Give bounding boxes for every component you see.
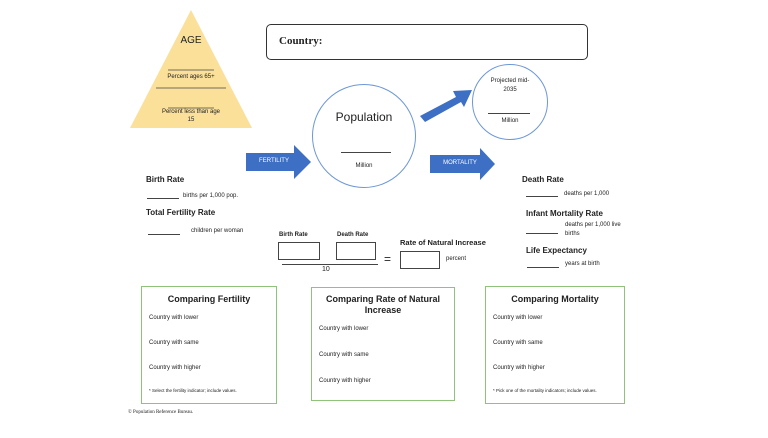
compare-rni-title: Comparing Rate of Natural Increase [326, 294, 441, 315]
compare-rni-box: Comparing Rate of Natural Increase Count… [311, 287, 455, 401]
projected-title: Projected mid-2035 [490, 78, 530, 93]
life-exp-blank[interactable] [527, 267, 559, 268]
imr-blank[interactable] [526, 233, 558, 234]
compare-mortality-row: Country with same [493, 340, 543, 346]
age-title: AGE [180, 35, 202, 46]
imr-title: Infant Mortality Rate [526, 209, 603, 218]
copyright: © Population Reference Bureau. [128, 410, 194, 415]
compare-rni-row: Country with lower [319, 326, 369, 332]
compare-fertility-title: Comparing Fertility [167, 294, 251, 304]
projected-unit: Million [501, 118, 519, 124]
compare-fertility-row: Country with same [149, 340, 199, 346]
fertility-arrow-icon [246, 145, 311, 179]
population-circle [312, 84, 416, 188]
compare-mortality-row: Country with higher [493, 365, 545, 371]
rni-divisor: 10 [322, 266, 330, 273]
death-rate-blank[interactable] [526, 196, 558, 197]
compare-rni-row: Country with higher [319, 378, 371, 384]
compare-fertility-row: Country with lower [149, 315, 199, 321]
life-exp-title: Life Expectancy [526, 246, 587, 255]
death-rate-unit: deaths per 1,000 [564, 191, 610, 197]
life-exp-unit: years at birth [565, 261, 600, 267]
rni-birth-box[interactable] [278, 242, 320, 260]
compare-mortality-title: Comparing Mortality [511, 294, 599, 304]
pct65-label: Percent ages 65+ [167, 74, 215, 80]
birth-rate-title: Birth Rate [146, 175, 185, 184]
fertility-arrow-label: FERTILITY [259, 158, 289, 164]
mortality-arrow-label: MORTALITY [443, 160, 477, 166]
birth-rate-blank[interactable] [147, 198, 179, 199]
age-pyramid [130, 10, 252, 128]
imr-unit: deaths per 1,000 live births [565, 222, 621, 237]
compare-fertility-note: * Select the fertility indicator; includ… [149, 388, 237, 393]
projected-blank [488, 113, 530, 114]
compare-rni-row: Country with same [319, 352, 369, 358]
tfr-blank[interactable] [148, 234, 180, 235]
compare-fertility-box: Comparing Fertility Country with lower C… [141, 286, 277, 404]
projected-circle [472, 64, 548, 140]
rni-birth-label: Birth Rate [279, 232, 308, 238]
growth-arrow-icon [420, 90, 472, 122]
compare-mortality-row: Country with lower [493, 315, 543, 321]
rni-fraction-line [282, 264, 378, 265]
country-box[interactable]: Country: [266, 24, 588, 60]
rni-death-box[interactable] [336, 242, 376, 260]
compare-mortality-box: Comparing Mortality Country with lower C… [485, 286, 625, 404]
tfr-unit: children per woman [191, 228, 244, 234]
population-title: Population [335, 110, 393, 124]
rni-unit: percent [446, 256, 467, 262]
country-label: Country: [279, 35, 323, 47]
birth-rate-unit: births per 1,000 pop. [183, 193, 239, 199]
compare-mortality-note: * Pick one of the mortality indicators; … [493, 388, 597, 393]
mortality-arrow-icon [430, 148, 495, 180]
pct15-label: Percent less than age 15 [161, 109, 221, 123]
rni-title: Rate of Natural Increase [400, 238, 486, 247]
rni-result-box[interactable] [400, 251, 440, 269]
rni-equals: = [384, 252, 392, 266]
population-blank [341, 152, 391, 153]
death-rate-title: Death Rate [522, 175, 564, 184]
compare-fertility-row: Country with higher [149, 365, 201, 371]
population-unit: Million [355, 163, 373, 169]
rni-death-label: Death Rate [337, 232, 369, 238]
tfr-title: Total Fertility Rate [146, 208, 216, 217]
